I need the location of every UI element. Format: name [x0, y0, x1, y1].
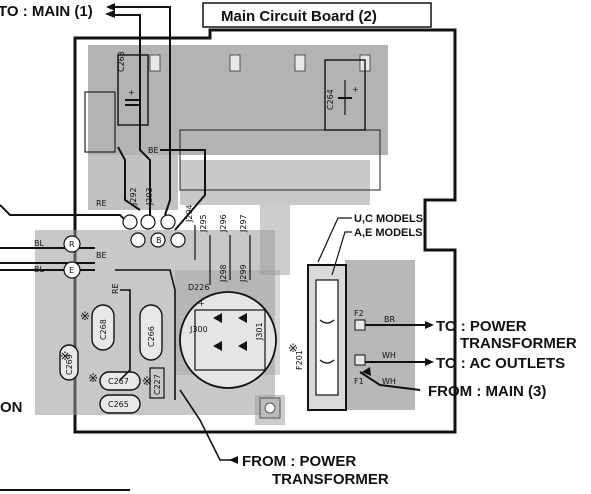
- wire-be-label-1: BE: [148, 146, 159, 155]
- c267-label: C267: [108, 377, 129, 386]
- to-power-transformer-label-2: TRANSFORMER: [460, 335, 577, 352]
- j301-label: J301: [255, 322, 264, 341]
- arrow-from-power: [229, 456, 238, 464]
- capacitor-c265: C265: [99, 394, 141, 414]
- f1-label: F1: [354, 377, 364, 386]
- to-main-1-label: TO : MAIN (1): [0, 3, 93, 20]
- rect-plus: +: [198, 299, 205, 308]
- jack-cluster: [63, 214, 186, 279]
- wire-re-label-2: RE: [111, 283, 120, 294]
- bridge-rectifier: +: [179, 291, 277, 389]
- c264-plus: +: [352, 85, 359, 94]
- c268-label: C268: [99, 319, 108, 340]
- capacitor-c267: C267: [99, 371, 141, 391]
- c227-label: C227: [153, 374, 162, 395]
- wire-wh-label-2: WH: [382, 377, 396, 386]
- model-leaders: [317, 217, 352, 276]
- wire-wh-label-1: WH: [382, 351, 396, 360]
- capacitor-c266: C266: [139, 304, 163, 361]
- marker-c267: ※: [88, 371, 98, 385]
- uc-models-label: U,C MODELS: [354, 213, 423, 225]
- f2-label: F2: [354, 309, 364, 318]
- output-wires: [359, 324, 425, 391]
- j294-label: J294: [185, 204, 194, 223]
- board-title: Main Circuit Board (2): [221, 8, 377, 25]
- c265-label: C265: [108, 400, 129, 409]
- wire-bl-label-2: BL: [34, 265, 44, 274]
- from-main-3-label: FROM : MAIN (3): [428, 383, 546, 400]
- ae-models-label: A,E MODELS: [354, 227, 422, 239]
- mounting-hole-inner: [264, 402, 276, 414]
- j293-label: J293: [145, 187, 154, 206]
- marker-c269: ※: [60, 349, 70, 363]
- capacitor-c268: C268: [91, 304, 115, 351]
- wire-bl-label-1: BL: [34, 239, 44, 248]
- marker-f201: ※: [288, 341, 298, 355]
- jack-b-label: B: [156, 236, 162, 245]
- jumper-lines: [194, 225, 251, 285]
- wire-re-label-1: RE: [96, 199, 107, 208]
- top-mid-block: [179, 129, 381, 191]
- c264-label: C264: [326, 89, 335, 110]
- arrow-to-ac: [425, 358, 434, 366]
- j299-label: J299: [239, 264, 248, 283]
- j295-label: J295: [199, 214, 208, 233]
- arrow-from-main3: [362, 367, 371, 376]
- main1-arrow: [105, 10, 115, 18]
- fuse-holder: [307, 264, 347, 411]
- j296-label: J296: [219, 214, 228, 233]
- jack-e-label: E: [69, 266, 74, 275]
- jack-r-label: R: [69, 240, 75, 249]
- wire-br-label: BR: [384, 315, 395, 324]
- j300-label: J300: [189, 325, 208, 334]
- marker-c227: ※: [142, 374, 152, 388]
- wire-be-label-2: BE: [96, 251, 107, 260]
- c269-label: C269: [65, 354, 74, 375]
- left-cut-text: ON: [0, 399, 23, 416]
- marker-c268: ※: [80, 309, 90, 323]
- c263-plus: +: [128, 88, 135, 97]
- f201-label: F201: [295, 350, 304, 370]
- d226-label: D226: [188, 283, 209, 292]
- from-power-transformer-label: FROM : POWER: [242, 453, 356, 470]
- capacitor-c264: C264 +: [324, 59, 366, 131]
- to-ac-outlets-label: TO : AC OUTLETS: [436, 355, 565, 372]
- title-box: [202, 2, 432, 28]
- arrow-to-power: [425, 321, 434, 329]
- main1-arrow-2: [106, 3, 115, 11]
- j297-label: J297: [239, 214, 248, 233]
- board-outline: [73, 28, 457, 434]
- c266-label: C266: [147, 326, 156, 347]
- j298-label: J298: [219, 264, 228, 283]
- capacitor-c263: C263 +: [117, 51, 149, 126]
- capacitor-c227: C227: [149, 367, 165, 399]
- c263-label: C263: [117, 51, 126, 72]
- capacitor-c269: C269: [59, 344, 79, 381]
- top-connector-block: [84, 91, 116, 153]
- to-power-transformer-label: TO : POWER: [436, 318, 527, 335]
- j292-label: J292: [129, 187, 138, 206]
- from-power-transformer-label-2: TRANSFORMER: [272, 471, 389, 488]
- jumper-labels: J292 J293 J294 J295 J296 J297 J298 J299: [129, 187, 248, 283]
